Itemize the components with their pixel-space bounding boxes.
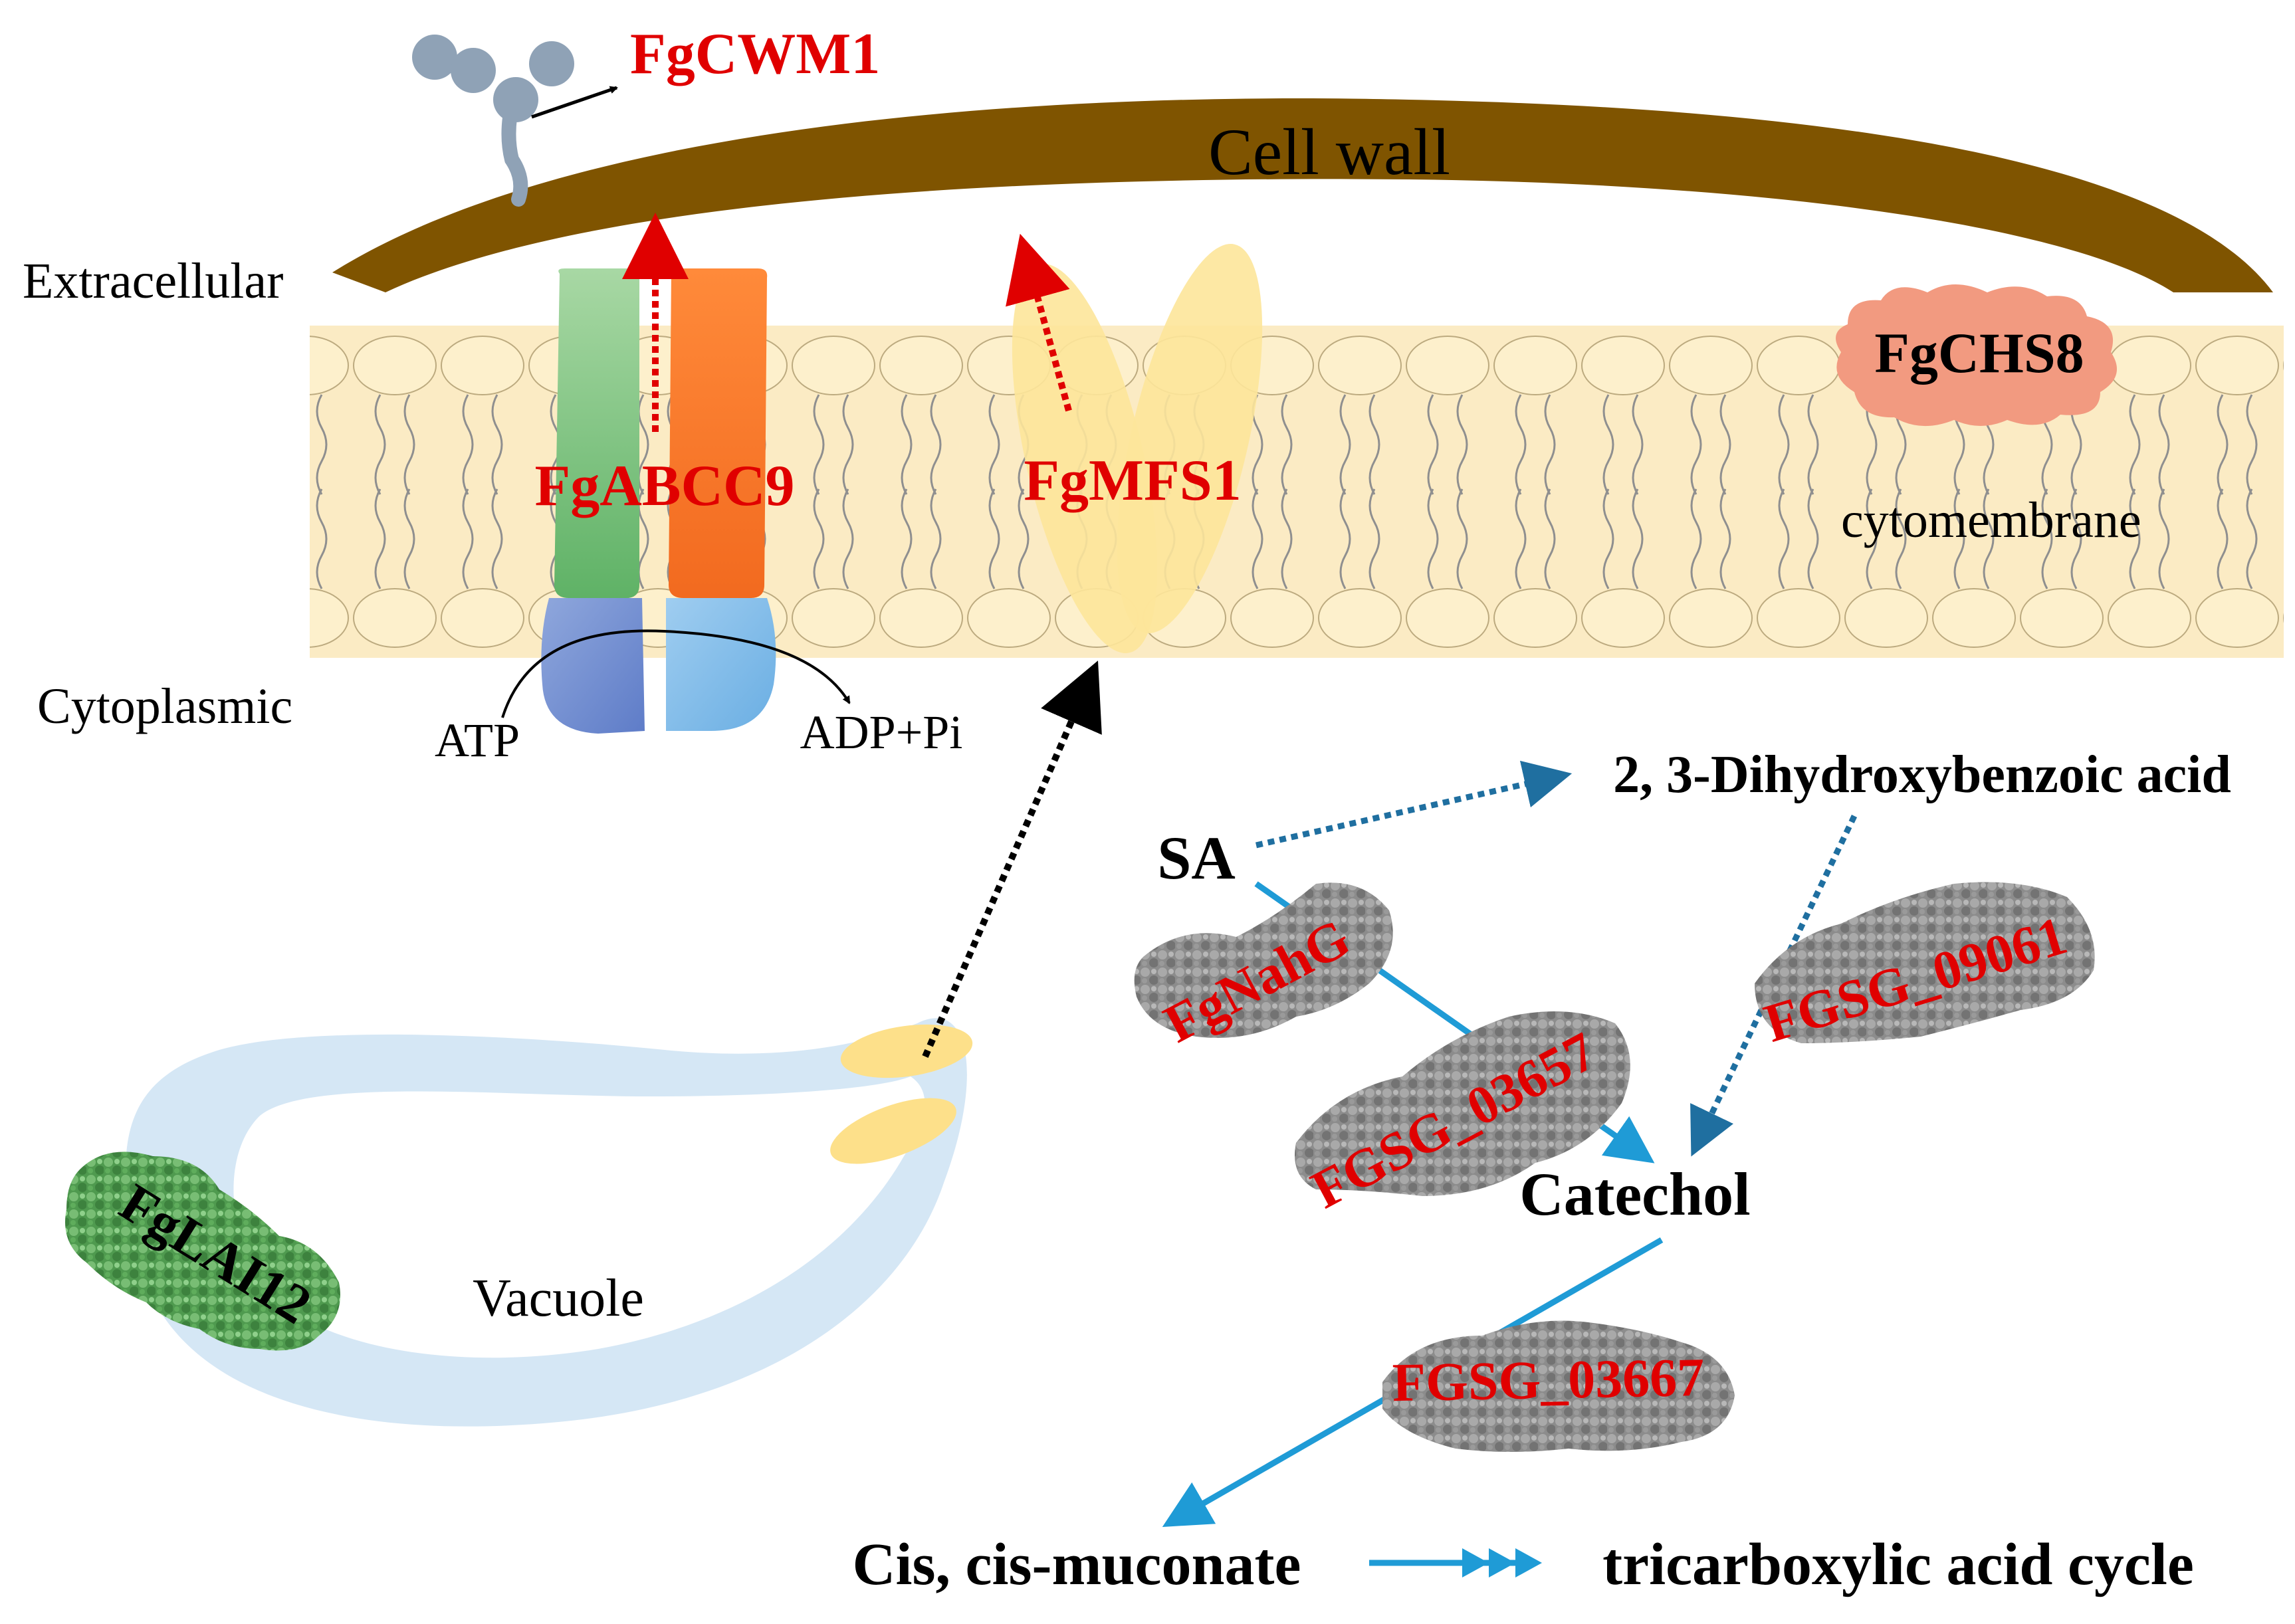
vacuolar-transporter [830,1024,973,1164]
fgchs8-protein [1836,284,2117,427]
fgsg-03667-enzyme [1382,1320,1735,1452]
cytoplasmic-label: Cytoplasmic [37,678,292,734]
atp-hydrolysis-arrow [501,629,851,718]
adp-pi-label: ADP+Pi [800,706,963,759]
fgsg-03667-label: FGSG_03667 [1392,1347,1705,1413]
sa-to-dhba-arrow [1256,760,1573,849]
fgabcc9-label: FgABCC9 [534,454,794,518]
cell-wall-label: Cell wall [1208,115,1450,189]
fgsg-03657-enzyme [1295,1011,1630,1196]
fgmfs1-export-arrow [1006,233,1072,412]
fgsg-09061-enzyme [1755,882,2095,1043]
fgchs8-label: FgCHS8 [1874,321,2084,385]
fglai12-protein [65,1152,340,1351]
fgcwm1-label: FgCWM1 [630,22,880,86]
fgmfs1-label: FgMFS1 [1024,449,1242,513]
muconate-to-tca-arrow [1369,1548,1542,1577]
muconate-label: Cis, cis-muconate [853,1532,1301,1597]
sa-label: SA [1157,824,1236,892]
extracellular-label: Extracellular [23,253,283,309]
tca-label: tricarboxylic acid cycle [1602,1532,2194,1597]
vacuole [126,1018,967,1427]
fgcwm1-glycoprotein [412,35,574,207]
cytomembrane-label: cytomembrane [1841,492,2141,548]
atp-label: ATP [435,714,520,767]
cell-wall [332,98,2273,292]
dhba-label: 2, 3-Dihydroxybenzoic acid [1613,746,2231,804]
vacuole-label: Vacuole [473,1269,644,1328]
fgcwm1-pointer-arrow [531,86,618,119]
fgmfs1-transporter [1012,244,1263,653]
fgnahg-enzyme [1134,882,1393,1038]
catechol-label: Catechol [1519,1160,1750,1228]
